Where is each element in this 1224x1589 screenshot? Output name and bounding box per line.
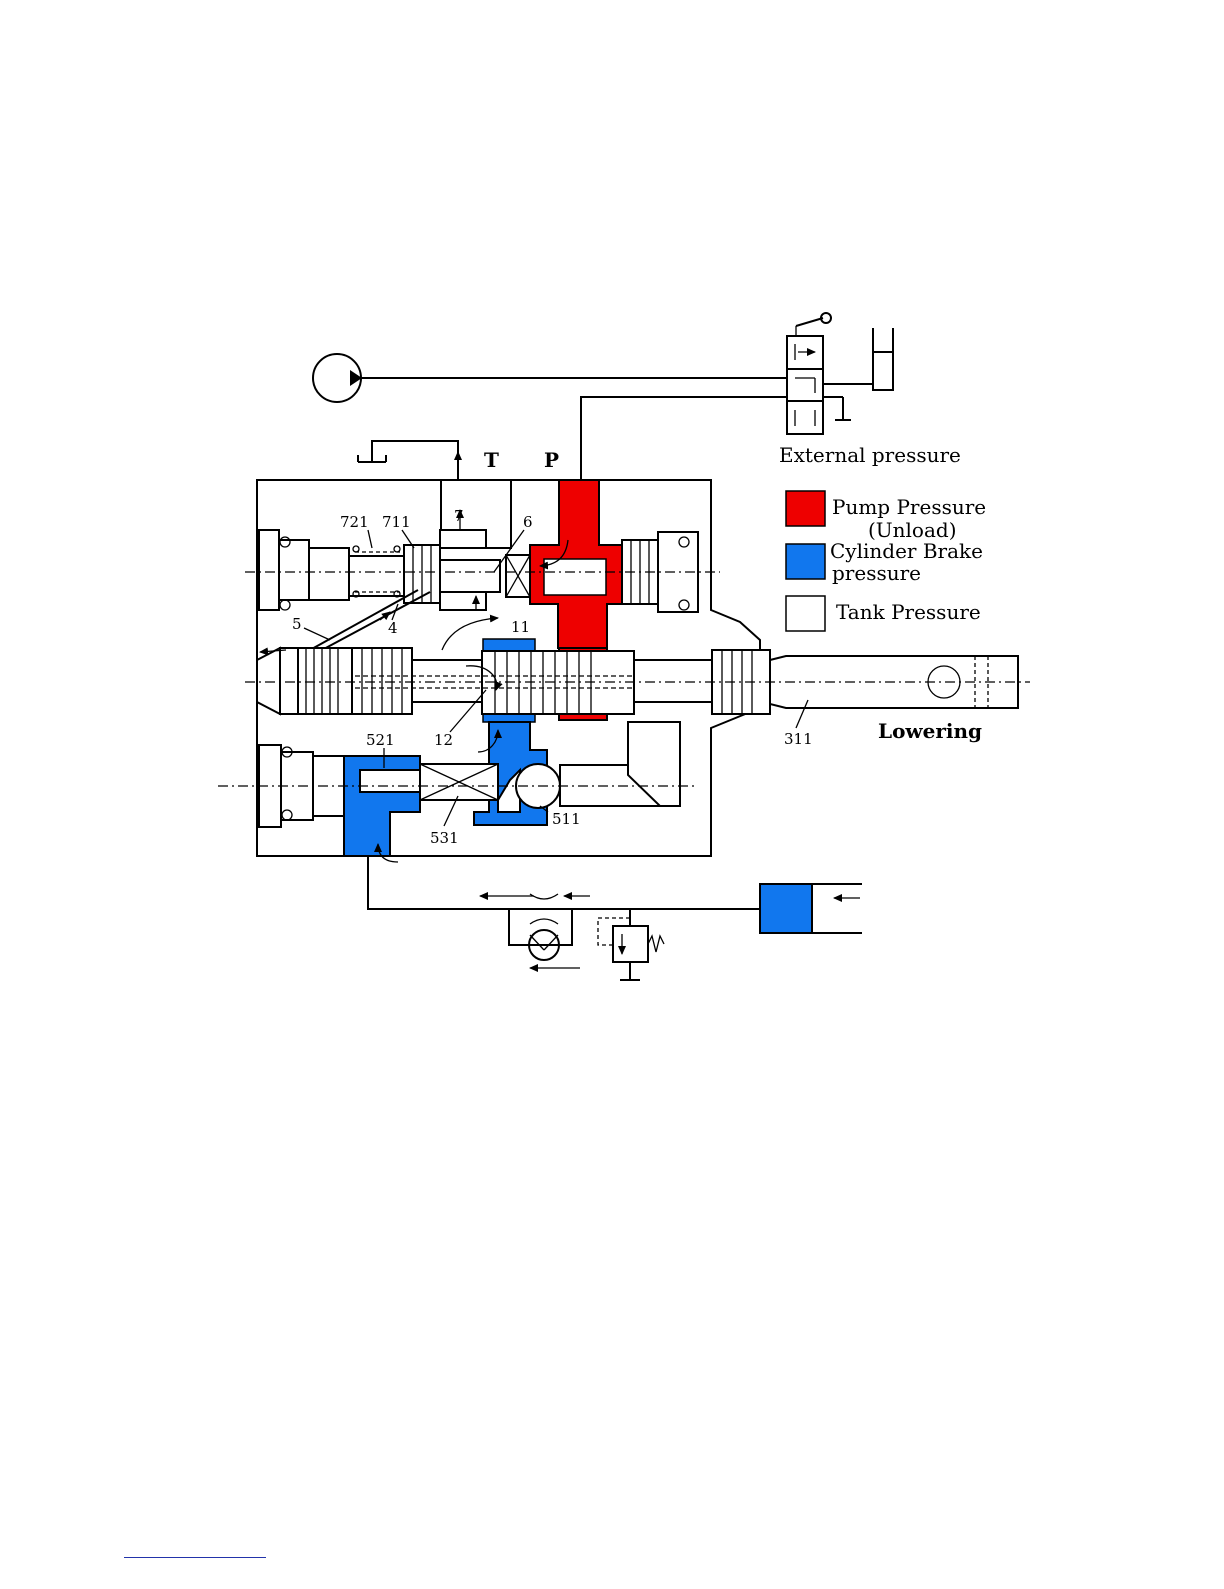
part-721-label: 721 [340, 513, 369, 531]
cylinder-symbol [760, 884, 862, 933]
footnote-rule [124, 1557, 266, 1558]
legend-swatch-tank [786, 596, 825, 631]
part-7-label: 7 [454, 507, 464, 525]
hand-valve-symbol [787, 313, 873, 434]
part-11-label: 11 [511, 618, 530, 636]
part-711-label: 711 [382, 513, 411, 531]
legend-swatch-pump [786, 491, 825, 526]
legend-brake-label: Cylinder Brake [830, 539, 983, 563]
part-5-label: 5 [292, 615, 302, 633]
part-12-label: 12 [434, 731, 453, 749]
orifice-check-symbol [509, 894, 580, 968]
legend-pump-label: Pump Pressure [832, 495, 986, 519]
relief-valve-symbol [598, 909, 664, 980]
part-521-label: 521 [366, 731, 395, 749]
part-4-label: 4 [388, 619, 398, 637]
legend-swatch-brake [786, 544, 825, 579]
part-531-label: 531 [430, 829, 459, 847]
part-311-label: 311 [784, 730, 813, 748]
port-t-label: T [484, 448, 499, 472]
pump-symbol [313, 354, 362, 402]
part-6-label: 6 [523, 513, 533, 531]
legend-tank-label: Tank Pressure [836, 600, 981, 624]
port-p-label: P [544, 448, 559, 472]
accumulator-symbol [873, 328, 893, 390]
external-pressure-label: External pressure [779, 443, 961, 467]
legend-brake-sublabel: pressure [832, 561, 921, 585]
external-pressure-line [581, 397, 787, 480]
lowering-label: Lowering [878, 719, 982, 743]
part-511-label: 511 [552, 810, 581, 828]
brake-line [368, 856, 760, 909]
legend: Pump Pressure (Unload) Cylinder Brake pr… [786, 491, 986, 631]
